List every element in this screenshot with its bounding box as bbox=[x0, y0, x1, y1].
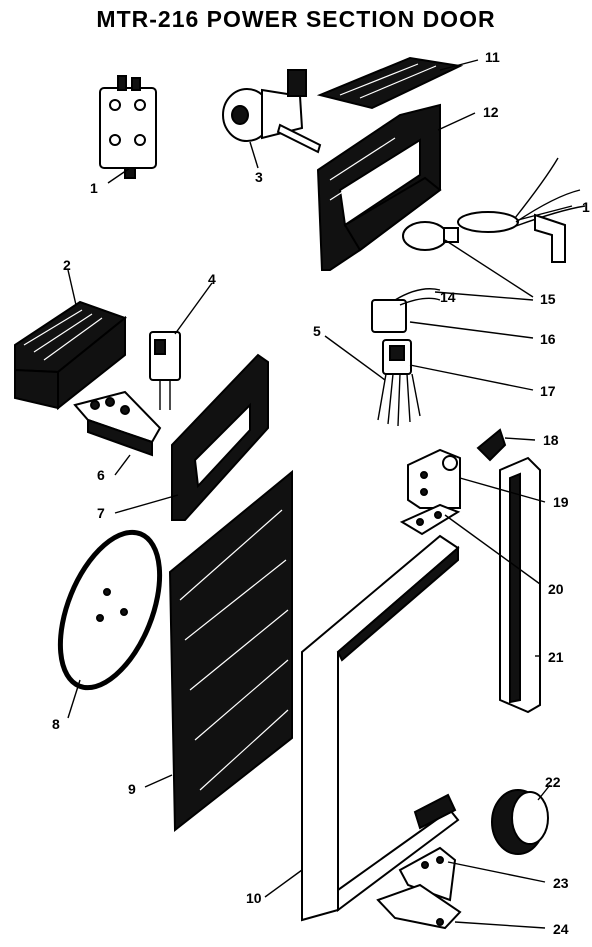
part-24-bottom-hinge bbox=[376, 883, 462, 930]
part-10-door-frame bbox=[301, 534, 460, 922]
part-1-switch bbox=[99, 75, 157, 179]
part-18-clip bbox=[476, 428, 507, 462]
callout-6: 6 bbox=[97, 467, 105, 483]
callout-23: 23 bbox=[553, 875, 569, 891]
callout-21: 21 bbox=[548, 649, 564, 665]
callout-19: 19 bbox=[553, 494, 569, 510]
part-2-terminal-block bbox=[14, 300, 128, 411]
callout-22: 22 bbox=[545, 774, 561, 790]
part-19-hinge bbox=[407, 448, 461, 509]
part-4-switch bbox=[149, 331, 181, 410]
callout-7: 7 bbox=[97, 505, 105, 521]
callout-10: 10 bbox=[246, 890, 262, 906]
part-20-hinge-plate bbox=[399, 503, 461, 536]
callout-1-left: 1 bbox=[90, 180, 98, 196]
callout-15: 15 bbox=[540, 291, 556, 307]
part-6-terminal-strip bbox=[73, 390, 162, 457]
callout-1-right: 1 bbox=[582, 199, 590, 215]
part-3-motor bbox=[222, 69, 322, 154]
part-15-bulb bbox=[402, 221, 459, 251]
part-8-belt bbox=[57, 529, 163, 691]
callout-11: 11 bbox=[485, 49, 500, 65]
part-22-knob bbox=[491, 789, 549, 855]
callout-2: 2 bbox=[63, 257, 71, 273]
part-21-rail bbox=[499, 456, 541, 714]
callout-9: 9 bbox=[128, 781, 136, 797]
leader-lines bbox=[67, 59, 573, 929]
callout-8: 8 bbox=[52, 716, 60, 732]
part-12-housing bbox=[316, 103, 442, 271]
callout-5: 5 bbox=[313, 323, 321, 339]
callout-3: 3 bbox=[255, 169, 263, 185]
callout-12: 12 bbox=[483, 104, 499, 120]
callout-4: 4 bbox=[208, 271, 216, 287]
callout-16: 16 bbox=[540, 331, 556, 347]
part-7-control-panel bbox=[171, 353, 269, 521]
callouts: 1 1 2 3 4 5 6 7 8 9 10 11 12 14 15 16 17… bbox=[52, 49, 590, 937]
callout-20: 20 bbox=[548, 581, 564, 597]
callout-14: 14 bbox=[440, 289, 456, 305]
part-1-lamp-socket bbox=[457, 157, 586, 263]
part-9-door-panel bbox=[168, 469, 293, 833]
callout-18: 18 bbox=[543, 432, 559, 448]
part-14-16-17-connectors bbox=[371, 288, 441, 427]
callout-24: 24 bbox=[553, 921, 569, 937]
part-11-plate bbox=[316, 56, 464, 110]
diagram-title: MTR-216 POWER SECTION DOOR bbox=[96, 6, 496, 32]
callout-17: 17 bbox=[540, 383, 556, 399]
